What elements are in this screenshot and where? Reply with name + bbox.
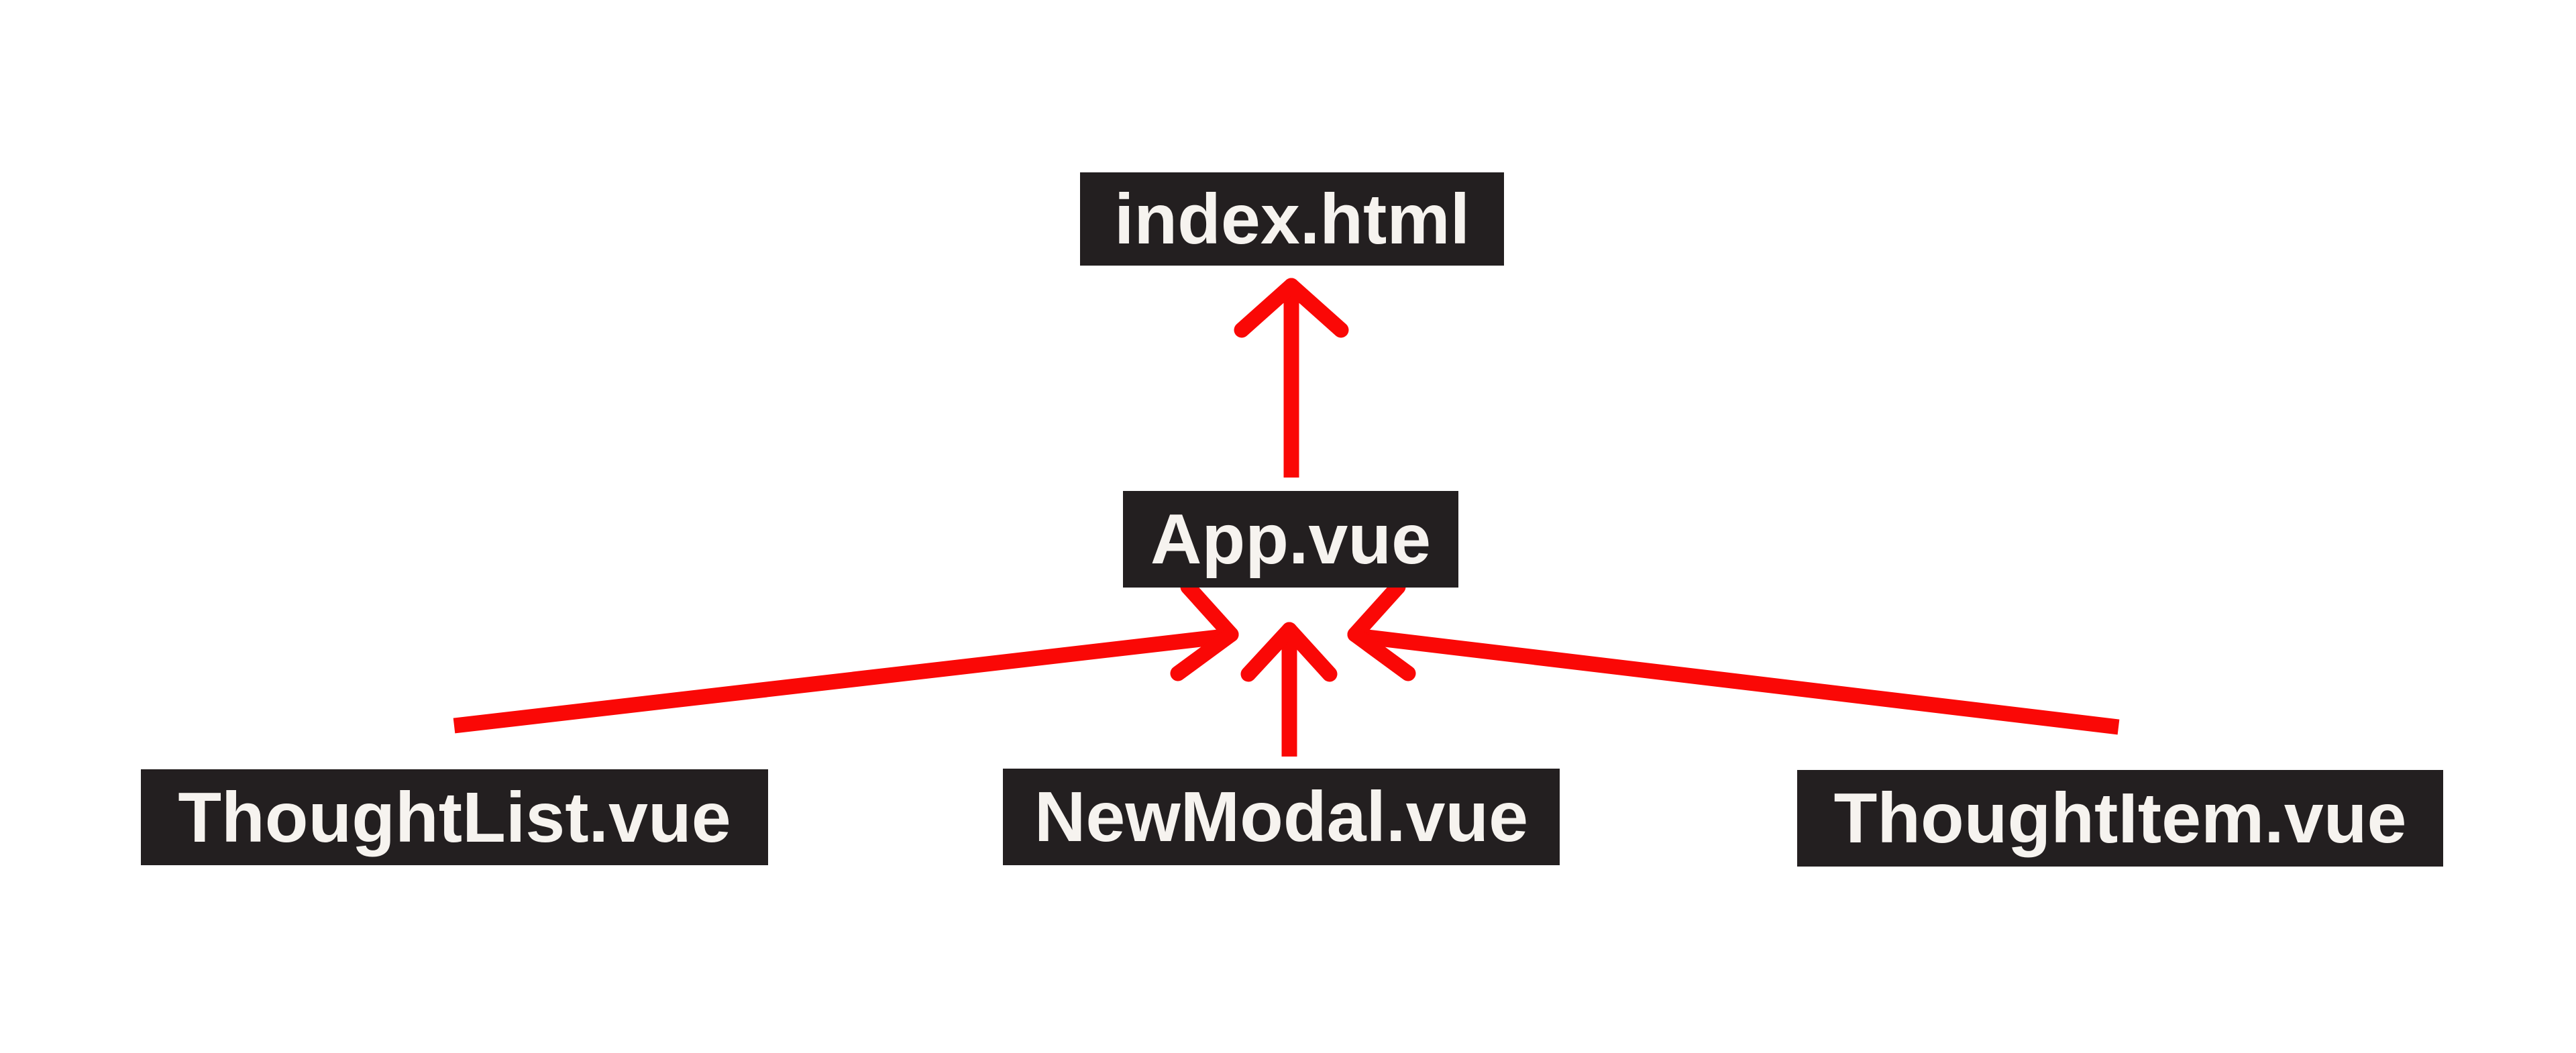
node-index-html-label: index.html [1114, 179, 1470, 259]
node-index-html: index.html [1080, 172, 1504, 266]
node-app-vue-label: App.vue [1150, 500, 1432, 579]
arrow-newmodal-to-app [1240, 622, 1338, 757]
node-thoughtlist-vue-label: ThoughtList.vue [178, 777, 731, 857]
node-thoughtlist-vue: ThoughtList.vue [141, 769, 768, 865]
node-newmodal-vue-label: NewModal.vue [1034, 777, 1529, 856]
node-app-vue: App.vue [1123, 491, 1458, 588]
arrow-thoughtlist-to-app [453, 579, 1239, 734]
arrow-app-to-index [1234, 278, 1349, 478]
node-newmodal-vue: NewModal.vue [1003, 769, 1560, 865]
node-thoughtitem-vue: ThoughtItem.vue [1797, 770, 2443, 867]
node-thoughtitem-vue-label: ThoughtItem.vue [1833, 779, 2407, 858]
arrow-thoughtitem-to-app [1347, 579, 2120, 735]
